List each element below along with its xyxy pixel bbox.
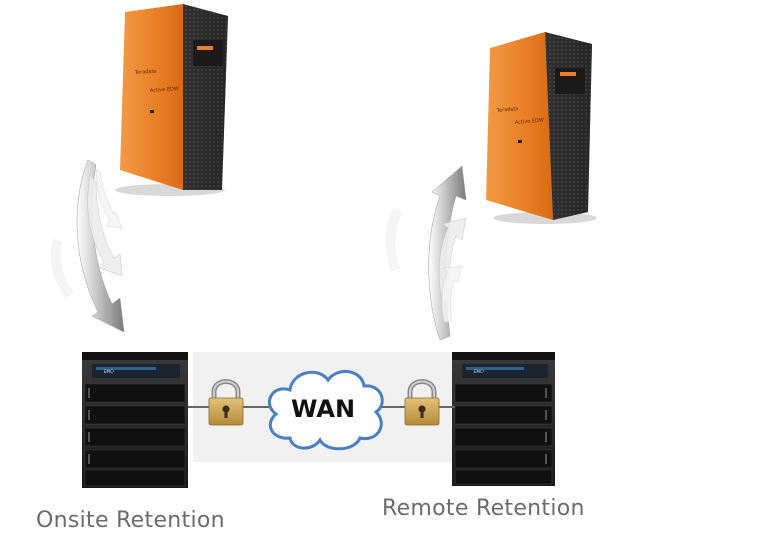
backup-diagram: Teradata Active EDW Teradata Active EDW: [50, 4, 597, 488]
appliance-tower-left: Teradata Active EDW: [115, 4, 228, 196]
remote-retention-label: Remote Retention: [382, 496, 585, 521]
storage-brand-left: EMC²: [104, 369, 115, 374]
appliance-model-right: Active EDW: [515, 117, 544, 126]
lock-icon: [404, 379, 440, 426]
appliance-model-left: Active EDW: [150, 86, 179, 94]
replication-arrow-up: [385, 165, 467, 341]
storage-brand-right: EMC²: [474, 369, 485, 374]
appliance-tower-right: Teradata Active EDW: [486, 32, 597, 224]
backup-arrow-down: [50, 159, 125, 333]
storage-rack-left: EMC²: [82, 352, 188, 488]
storage-rack-right: EMC²: [452, 352, 555, 486]
lock-icon: [208, 379, 244, 426]
wan-cloud-icon: [268, 370, 384, 451]
appliance-brand-left: Teradata: [134, 68, 157, 76]
onsite-retention-label: Onsite Retention: [36, 508, 225, 533]
wan-label: WAN: [291, 395, 355, 423]
appliance-brand-right: Teradata: [496, 106, 519, 114]
